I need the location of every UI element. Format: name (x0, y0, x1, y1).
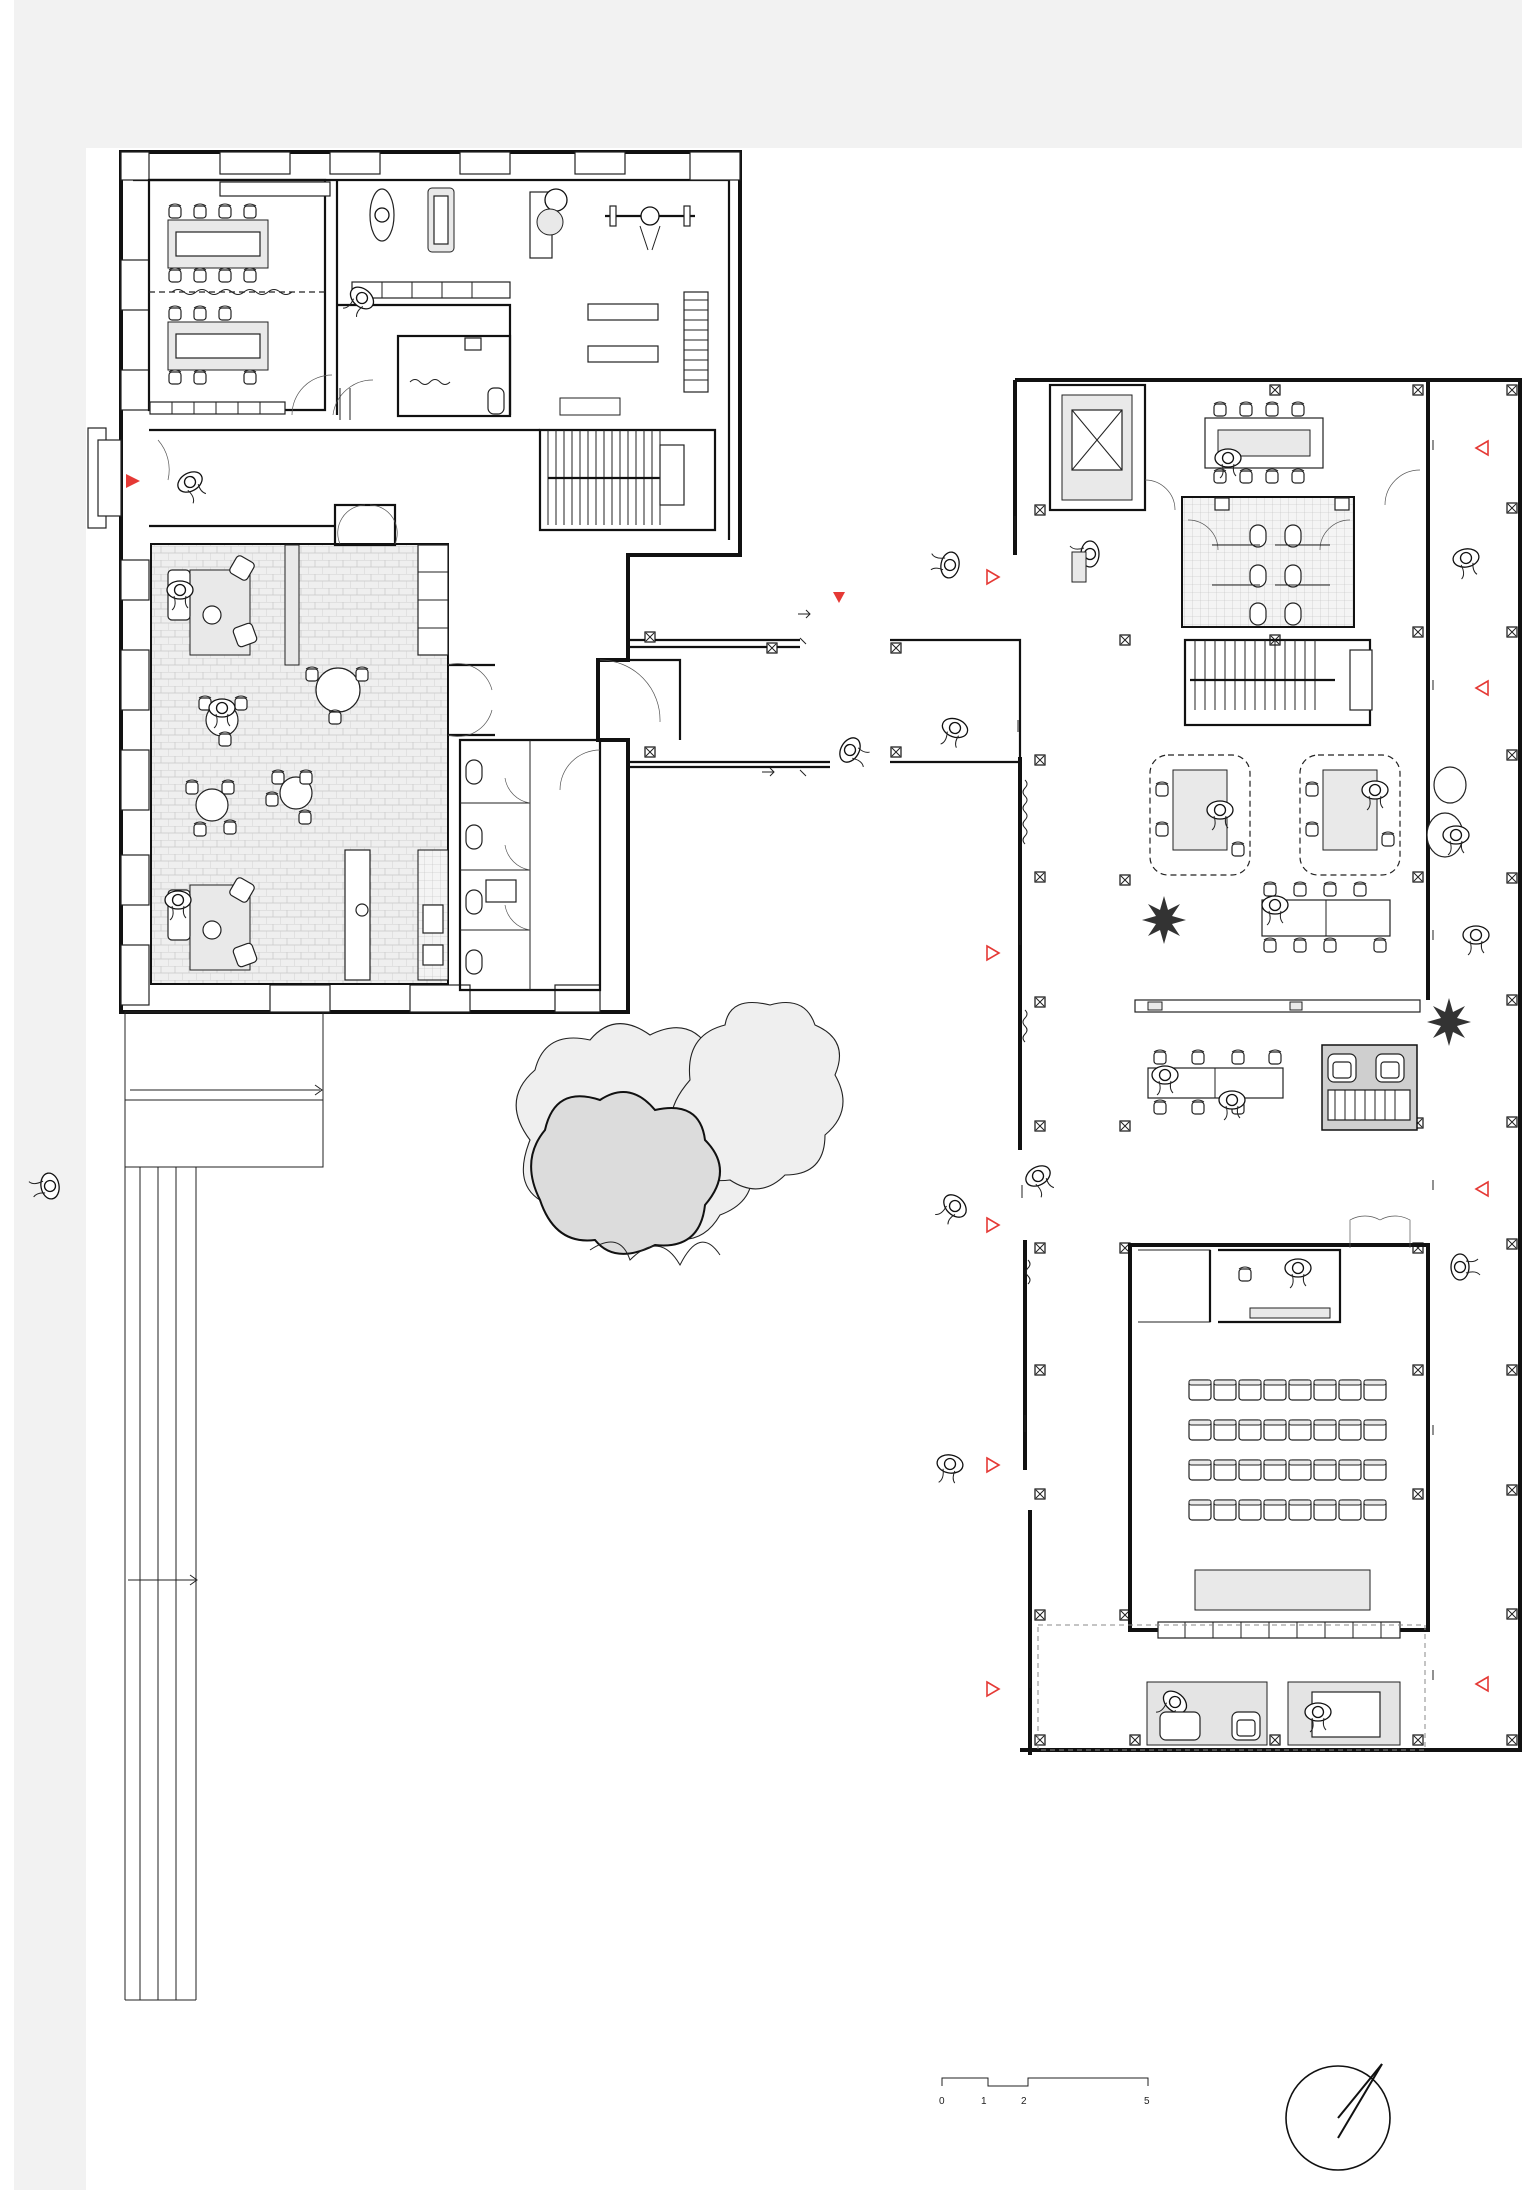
left-building (27, 150, 742, 2001)
tree-canopy (515, 1001, 844, 1267)
right-building (931, 378, 1522, 1755)
scale-label-2: 2 (1021, 2096, 1027, 2107)
entrance-markers (986, 439, 1489, 1698)
connector-corridor (628, 548, 1022, 777)
scale-bar: 0 1 2 5 (939, 2077, 1150, 2107)
scale-label-1: 1 (981, 2096, 987, 2107)
scale-label-0: 0 (939, 2096, 945, 2107)
scale-label-5: 5 (1144, 2096, 1150, 2107)
north-arrow-icon (1285, 2063, 1391, 2171)
